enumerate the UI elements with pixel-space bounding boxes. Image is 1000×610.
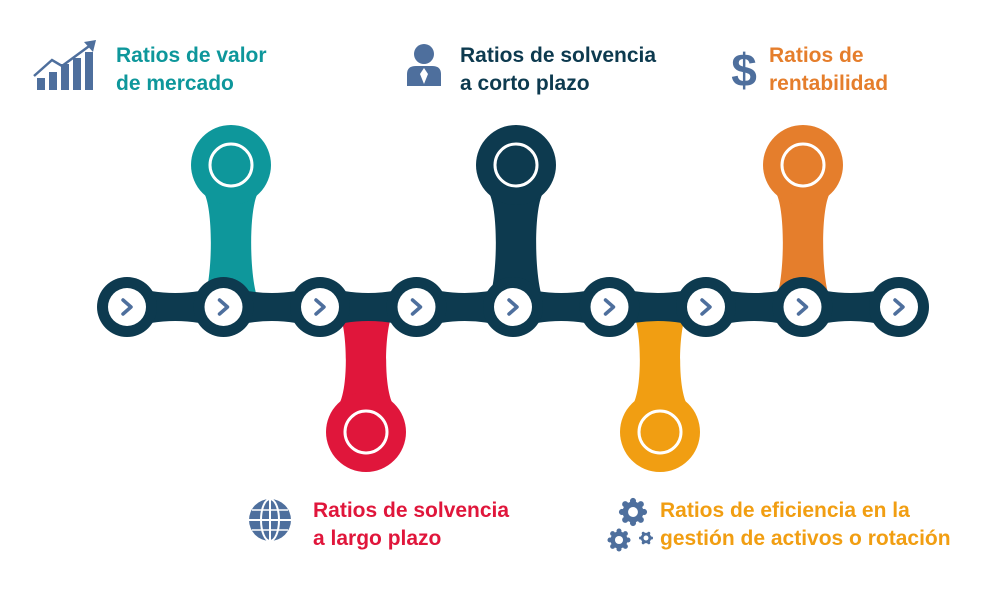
- person-tie: [420, 68, 428, 84]
- gear-hole: [614, 535, 624, 545]
- label-valor-mercado: Ratios de valor de mercado: [116, 42, 267, 98]
- chain-link-4: [386, 277, 447, 337]
- chain-link-inner: [108, 288, 146, 326]
- chain-link-inner: [687, 288, 725, 326]
- pin-head: [476, 125, 556, 205]
- chain-link-1: [97, 277, 157, 337]
- pin-ring: [780, 142, 826, 188]
- label-rentabilidad: Ratios de rentabilidad: [769, 42, 888, 98]
- pin-head: [191, 125, 271, 205]
- pin-valor-mercado: [191, 125, 271, 306]
- category-icons: $: [33, 40, 757, 552]
- pin-ring: [208, 142, 254, 188]
- gear-hole: [628, 507, 638, 517]
- chain-link-inner: [397, 288, 436, 326]
- label-solvencia-largo-line2: a largo plazo: [313, 527, 442, 550]
- pin-stem: [480, 191, 552, 306]
- chevron-right-icon: [410, 298, 423, 316]
- globe-icon: [249, 498, 291, 542]
- chain-link-2: [193, 277, 254, 337]
- person-icon: [407, 44, 441, 86]
- pin-stem: [195, 191, 267, 306]
- chain-link-inner: [590, 288, 629, 326]
- label-eficiencia-line2: gestión de activos o rotación: [660, 527, 951, 550]
- chevron-right-icon: [796, 298, 809, 316]
- label-solvencia-largo-line1: Ratios de solvencia: [313, 499, 510, 522]
- gear-medium: [607, 528, 631, 552]
- dollar-icon: $: [731, 44, 757, 96]
- pin-ring: [343, 409, 389, 455]
- label-solvencia-corto-line1: Ratios de solvencia: [460, 44, 657, 67]
- pin-eficiencia: [620, 308, 700, 472]
- bar: [37, 78, 45, 90]
- label-eficiencia: Ratios de eficiencia en la gestión de ac…: [660, 497, 951, 553]
- gear-hole: [643, 535, 649, 541]
- chain-link-inner: [301, 288, 339, 326]
- person-head: [414, 44, 434, 64]
- pin-stem: [624, 308, 696, 406]
- chevron-right-icon: [507, 298, 519, 316]
- chain-link-7: [676, 277, 736, 337]
- chevron-right-icon: [700, 298, 712, 316]
- pin-ring: [637, 409, 683, 455]
- label-eficiencia-line1: Ratios de eficiencia en la: [660, 499, 910, 522]
- chain-links: [97, 277, 929, 337]
- bar: [85, 52, 93, 90]
- chain-link-inner: [783, 288, 822, 326]
- pin-ring: [493, 142, 539, 188]
- bar: [49, 72, 57, 90]
- bar: [73, 58, 81, 90]
- trend-arrow: [84, 40, 96, 52]
- chevron-right-icon: [893, 298, 905, 316]
- pin-solvencia-corto: [476, 125, 556, 306]
- label-valor-mercado-line1: Ratios de valor: [116, 44, 267, 67]
- gear-large: [618, 497, 648, 527]
- pin-head: [326, 392, 406, 472]
- chain-link-3: [290, 277, 350, 337]
- label-rentabilidad-line1: Ratios de: [769, 44, 864, 67]
- pin-stem: [330, 308, 402, 406]
- trend-line: [33, 42, 93, 77]
- dollar-glyph: $: [731, 44, 757, 96]
- chain-link-inner: [880, 288, 918, 326]
- bar-chart-growth-icon: [33, 40, 96, 90]
- lower-pins: [326, 308, 700, 472]
- pin-head: [620, 392, 700, 472]
- chevron-right-icon: [314, 298, 326, 316]
- pin-stem: [767, 191, 839, 306]
- pin-solvencia-largo: [326, 308, 406, 472]
- chain-link-inner: [494, 288, 532, 326]
- gears-icon: [607, 497, 654, 552]
- chevron-right-icon: [217, 298, 230, 316]
- label-solvencia-largo: Ratios de solvencia a largo plazo: [313, 497, 509, 553]
- pin-rentabilidad: [763, 125, 843, 306]
- chain-link-8: [772, 277, 833, 337]
- bar: [61, 64, 69, 90]
- chain-link-9: [869, 277, 929, 337]
- pin-head: [763, 125, 843, 205]
- label-solvencia-corto-line2: a corto plazo: [460, 72, 590, 95]
- gear-small: [638, 531, 654, 545]
- chain-link-6: [579, 277, 640, 337]
- label-solvencia-corto: Ratios de solvencia a corto plazo: [460, 42, 656, 98]
- chain-link-inner: [204, 288, 243, 326]
- chevron-right-icon: [121, 298, 133, 316]
- label-valor-mercado-line2: de mercado: [116, 72, 234, 95]
- label-rentabilidad-line2: rentabilidad: [769, 72, 889, 95]
- upper-pins: [191, 125, 843, 306]
- chevron-right-icon: [603, 298, 616, 316]
- chain-link-5: [483, 277, 543, 337]
